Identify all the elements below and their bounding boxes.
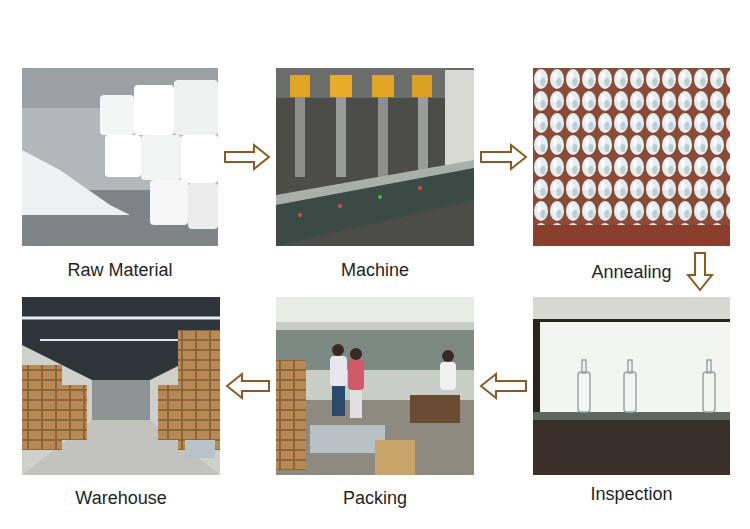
inspection-photo [533,297,730,475]
warehouse-photo [22,297,220,475]
process-step: Inspection [533,297,730,475]
annealing-photo [533,68,730,246]
process-step: Annealing [533,68,730,246]
process-step: Machine [276,68,474,246]
process-step: Raw Material [22,68,218,246]
flow-arrow [227,374,269,398]
step-label: Packing [343,488,407,508]
process-step: Warehouse [22,297,220,475]
flow-arrow [688,253,712,290]
raw-material-photo [22,68,218,246]
flow-arrow [481,374,526,398]
packing-photo [276,297,474,475]
step-label: Warehouse [75,488,166,508]
machine-photo [276,68,474,246]
flow-arrow [481,145,526,169]
process-step: Packing [276,297,474,475]
step-label: Inspection [590,484,672,504]
step-label: Machine [341,260,409,280]
step-label: Annealing [591,262,671,282]
flow-arrow [225,145,269,169]
step-label: Raw Material [67,260,172,280]
